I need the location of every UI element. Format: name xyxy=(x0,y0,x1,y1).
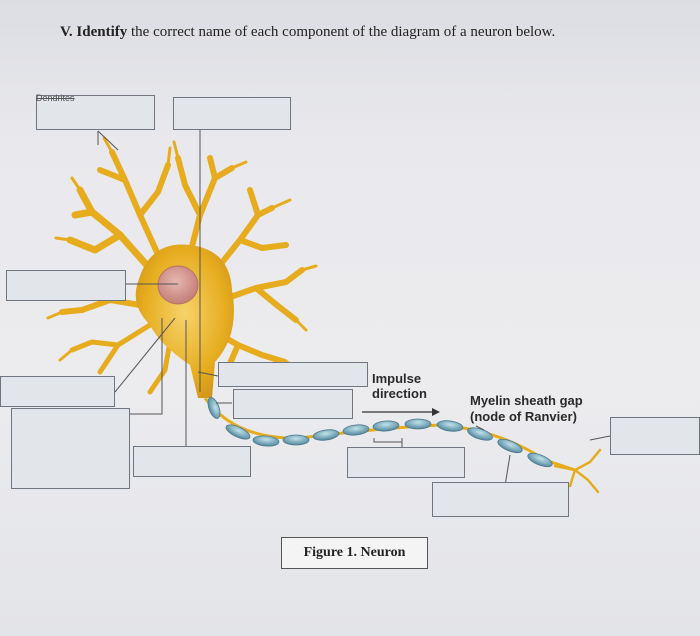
answer-box-bottom-right[interactable] xyxy=(432,482,569,517)
impulse-direction-label: Impulse direction xyxy=(372,371,427,401)
answer-box-left-large[interactable] xyxy=(11,408,130,489)
answer-box-dendrites[interactable] xyxy=(36,95,155,130)
answer-box-nucleus[interactable] xyxy=(6,270,126,301)
nucleus xyxy=(157,265,199,305)
myelin-gap-label: Myelin sheath gap (node of Ranvier) xyxy=(470,393,583,424)
answer-box-top-right[interactable] xyxy=(173,97,291,130)
answer-box-bottom-left[interactable] xyxy=(133,446,251,477)
question-heading: V. Identify the correct name of each com… xyxy=(60,24,556,40)
heading-instruction: the correct name of each component of th… xyxy=(131,24,556,40)
answer-box-myelin[interactable] xyxy=(347,447,465,478)
heading-keyword: Identify xyxy=(76,24,128,40)
answer-box-left-middle[interactable] xyxy=(0,376,115,407)
myelin-sheath xyxy=(207,397,553,468)
answer-box-axon[interactable] xyxy=(233,389,353,419)
figure-caption: Figure 1. Neuron xyxy=(281,537,428,569)
axon-terminals xyxy=(553,448,602,494)
answer-box-terminal[interactable] xyxy=(610,417,700,455)
dendrites-label: Dendrites xyxy=(36,93,75,103)
answer-box-axon-hillock[interactable] xyxy=(218,362,368,387)
